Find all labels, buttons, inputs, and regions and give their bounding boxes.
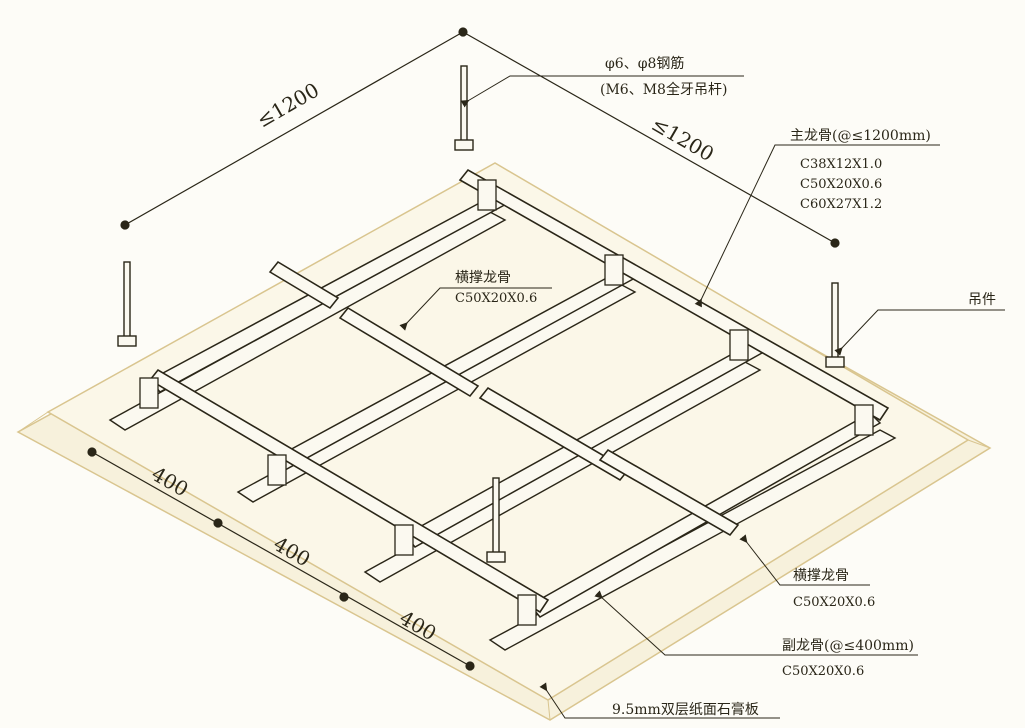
dimension-node	[458, 27, 468, 37]
hanger-clip	[604, 254, 624, 286]
threaded-rod	[492, 477, 500, 555]
main-runner	[338, 306, 480, 398]
annotation-labels: φ6、φ8钢筋 (M6、M8全牙吊杆) 主龙骨(@≤1200mm) C38X12…	[455, 55, 996, 718]
cross-brace-bottom-title: 横撑龙骨	[793, 568, 849, 584]
hanger-label: 吊件	[968, 292, 996, 308]
cross-brace-channels	[108, 211, 897, 651]
main-runner-spec-2: C50X20X0.6	[800, 177, 882, 192]
sub-runner-title: 副龙骨(@≤400mm)	[782, 638, 914, 654]
main-runner-spec-3: C60X27X1.2	[800, 197, 882, 212]
rod-nut	[825, 356, 845, 368]
cross-channel	[488, 429, 897, 651]
dimension-lines	[87, 27, 840, 671]
main-runner	[598, 448, 740, 537]
rod-nut	[486, 551, 506, 563]
leader-lines	[399, 75, 1005, 719]
gypsum-board	[16, 162, 992, 721]
main-runner-title: 主龙骨(@≤1200mm)	[790, 128, 931, 144]
rod-nut	[454, 139, 474, 151]
threaded-rod	[831, 282, 839, 360]
main-runner-spec-1: C38X12X1.0	[800, 157, 882, 172]
dimension-node	[213, 518, 223, 528]
board-label: 9.5mm双层纸面石膏板	[612, 701, 759, 718]
board-layer-top	[46, 162, 970, 701]
cross-brace-top-spec: C50X20X0.6	[455, 291, 537, 306]
dimension-node	[120, 220, 130, 230]
main-runner	[268, 260, 340, 310]
threaded-rod	[123, 261, 131, 339]
main-runners	[148, 168, 890, 614]
rod-title: φ6、φ8钢筋	[605, 55, 684, 72]
cross-brace-bottom-spec: C50X20X0.6	[793, 595, 875, 610]
rod-subtitle: (M6、M8全牙吊杆)	[600, 81, 727, 98]
hangers	[139, 179, 874, 626]
hanger-clip	[854, 404, 874, 436]
threaded-rod	[460, 65, 468, 143]
span-right-text: ≤1200	[648, 112, 719, 167]
dimension-node	[87, 447, 97, 457]
hanger-clip	[729, 329, 749, 361]
dimension-node	[830, 238, 840, 248]
hanger-clip	[517, 594, 537, 626]
hanger-clip	[267, 454, 287, 486]
hanger-clip	[477, 179, 497, 211]
hanger-clip	[139, 377, 159, 409]
hanger-clip	[394, 524, 414, 556]
dimension-node	[465, 661, 475, 671]
sub-runner-spec: C50X20X0.6	[782, 664, 864, 679]
cross-brace-top-title: 横撑龙骨	[455, 270, 511, 286]
span-left-text: ≤1200	[253, 78, 324, 133]
rod-nut	[117, 335, 137, 347]
dimension-node	[339, 592, 349, 602]
